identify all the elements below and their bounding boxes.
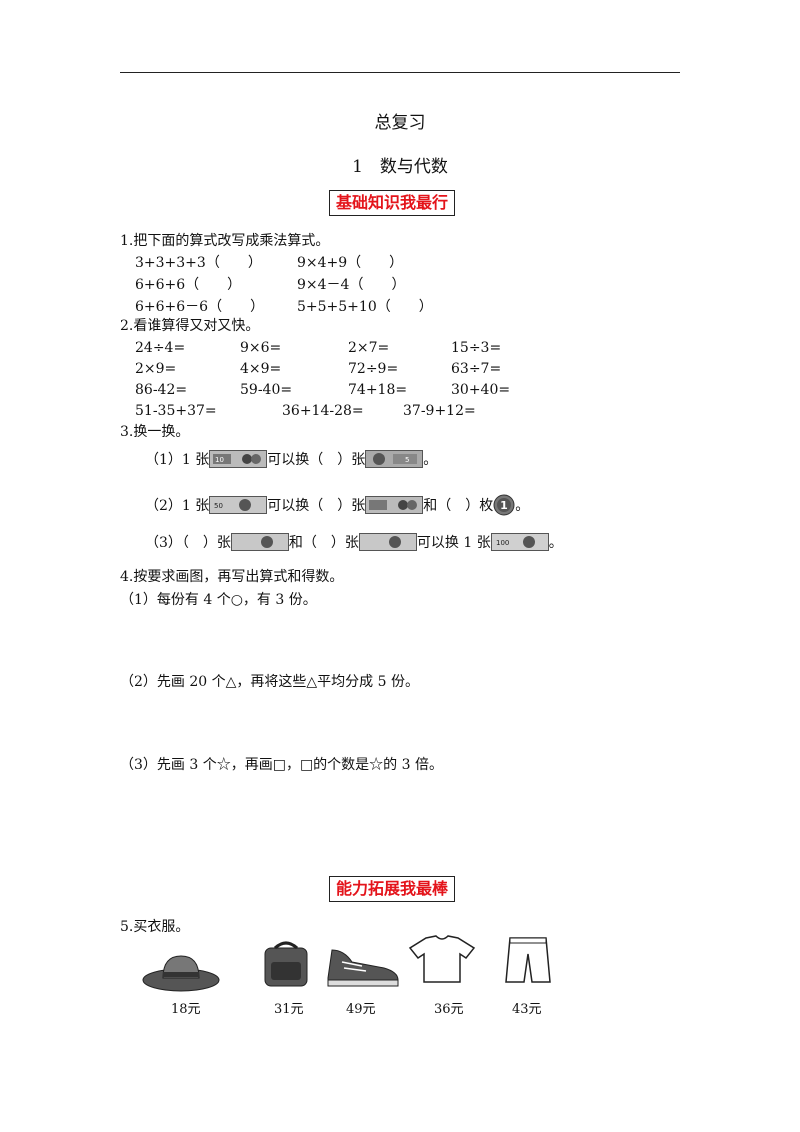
banknote-5-icon: 5 [365,450,424,468]
q3-text: （3）（ ）张 [145,535,231,551]
q3-line-3: （3）（ ）张 和（ ）张 可以换 1 张 100 。 [145,533,563,552]
price-label: 43元 [512,1002,542,1017]
banknote-50-icon [358,533,417,551]
banknote-100-icon: 100 [490,533,549,551]
q1-item: 9×4－4（ ） [297,277,406,293]
coin-1-yuan-icon: 1 [493,494,515,516]
q2-heading: 2.看谁算得又对又快。 [120,318,260,334]
q3-text: 可以换（ ）张 [267,452,366,468]
q4-part-2: （2）先画 20 个△，再将这些△平均分成 5 份。 [120,674,419,690]
banknote-50-icon: 50 [209,496,268,514]
price-label: 49元 [346,1002,376,1017]
q3-text: 。 [548,535,563,551]
tshirt-icon [402,934,482,988]
svg-text:50: 50 [214,502,223,510]
hat-icon [141,944,221,998]
q1-heading: 1.把下面的算式改写成乘法算式。 [120,233,330,249]
q1-item: 5+5+5+10（ ） [297,299,433,315]
banknote-50-icon [230,533,289,551]
section-subtitle: 1 数与代数 [352,157,448,177]
svg-text:1: 1 [500,499,508,512]
banknote-10-icon: 10 [209,450,268,468]
q2-item: 51-35+37= [135,403,217,419]
q1-item: 6+6+6－6（ ） [135,299,265,315]
q2-item: 9×6= [240,340,282,356]
shorts-icon [488,934,568,988]
q3-text: 可以换 1 张 [416,535,491,551]
section-banner-basic: 基础知识我最行 [329,190,456,216]
q3-line-2: （2）1 张 50 可以换（ ）张 和（ ）枚 1 。 [145,494,529,516]
backpack-icon [245,938,325,992]
q3-heading: 3.换一换。 [120,424,190,440]
q3-text: 。 [423,452,438,468]
q2-item: 4×9= [240,361,282,377]
svg-text:100: 100 [496,539,509,547]
q5-heading: 5.买衣服。 [120,919,190,935]
q2-item: 2×9= [135,361,177,377]
price-label: 31元 [274,1002,304,1017]
section-banner-advanced: 能力拓展我最棒 [329,876,456,902]
top-rule [120,72,680,73]
q2-item: 15÷3= [451,340,502,356]
q3-text: 和（ ）枚 [423,498,494,514]
q1-item: 6+6+6（ ） [135,277,242,293]
price-label: 36元 [434,1002,464,1017]
q4-part-3: （3）先画 3 个☆，再画□，□的个数是☆的 3 倍。 [120,757,443,773]
q3-text: 和（ ）张 [288,535,359,551]
q4-heading: 4.按要求画图，再写出算式和得数。 [120,569,344,585]
svg-text:5: 5 [405,456,409,464]
banknote-10-icon [365,496,424,514]
q2-item: 24÷4= [135,340,186,356]
sneaker-icon [322,940,402,994]
q2-item: 2×7= [348,340,390,356]
q2-item: 74+18= [348,382,408,398]
q2-item: 63÷7= [451,361,502,377]
q2-item: 30+40= [451,382,511,398]
q3-text: （2）1 张 [145,498,210,514]
q1-item: 3+3+3+3（ ） [135,255,262,271]
q3-text: 可以换（ ）张 [267,498,366,514]
q4-part-1: （1）每份有 4 个○，有 3 份。 [120,592,317,608]
q3-line-1: （1）1 张 10 可以换（ ）张 5 。 [145,450,437,469]
q2-item: 37-9+12= [403,403,476,419]
price-label: 18元 [171,1002,201,1017]
page-title: 总复习 [374,113,426,133]
q3-text: （1）1 张 [145,452,210,468]
q3-text: 。 [515,498,530,514]
svg-text:10: 10 [215,456,224,464]
q2-item: 86-42= [135,382,188,398]
q2-item: 59-40= [240,382,293,398]
q2-item: 36+14-28= [282,403,364,419]
q1-item: 9×4+9（ ） [297,255,404,271]
q2-item: 72÷9= [348,361,399,377]
